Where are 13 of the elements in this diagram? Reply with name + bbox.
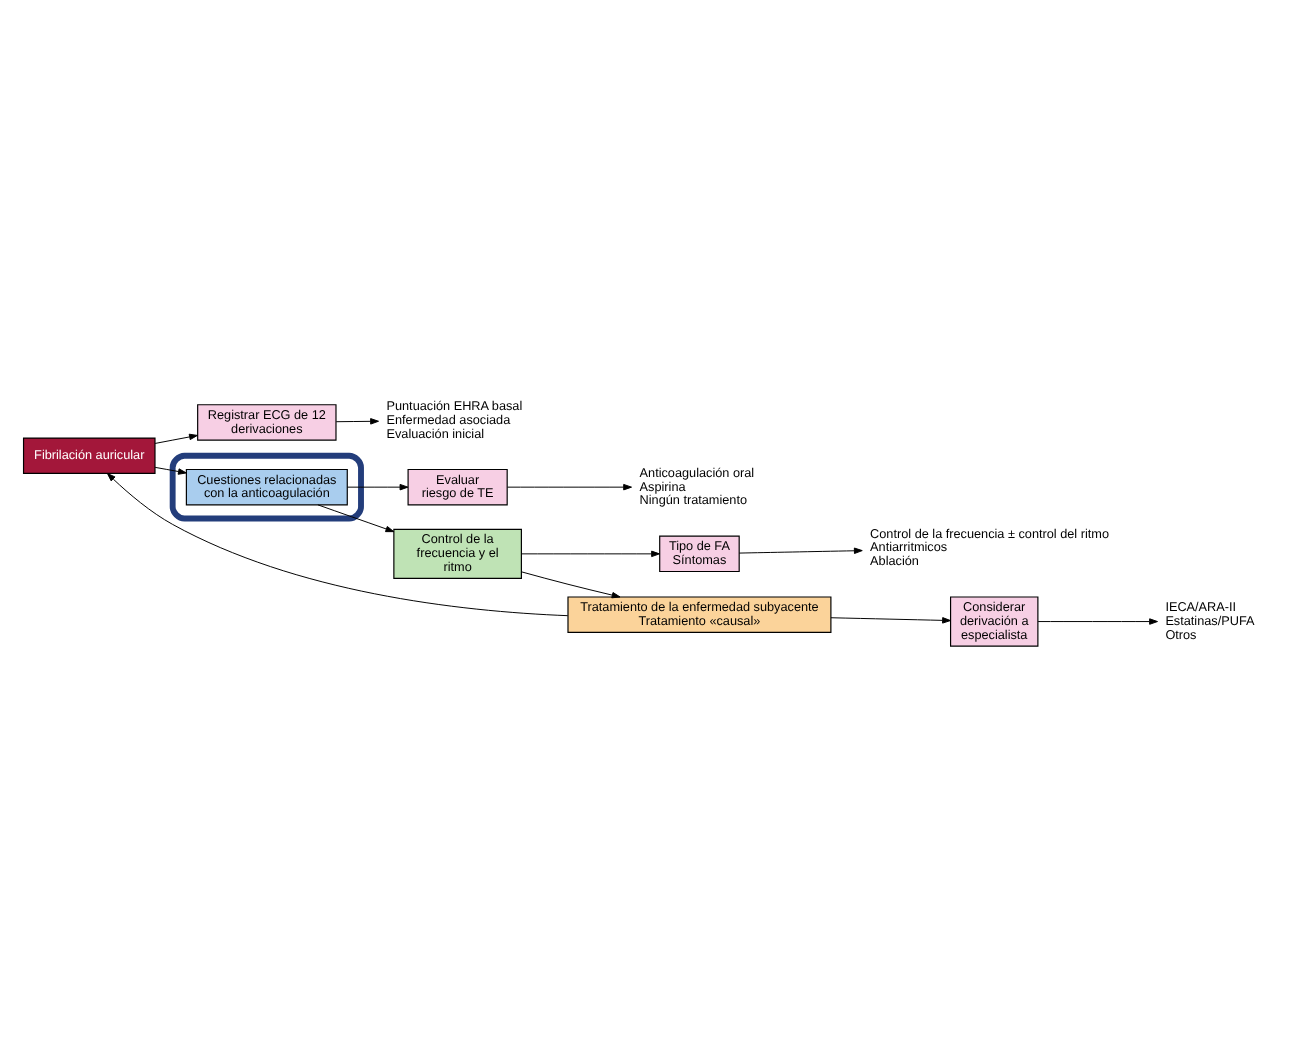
cluster (169, 451, 364, 521)
arrow (154, 465, 187, 474)
arrow (1037, 617, 1158, 624)
arrow (154, 432, 198, 443)
arrow (346, 482, 409, 490)
arrow (738, 546, 863, 553)
arrow (506, 482, 632, 490)
arrow (521, 570, 621, 598)
arrow (317, 503, 395, 532)
arrow (106, 472, 569, 616)
arrow (830, 616, 951, 623)
arrow (521, 549, 660, 557)
arrow (335, 417, 379, 424)
